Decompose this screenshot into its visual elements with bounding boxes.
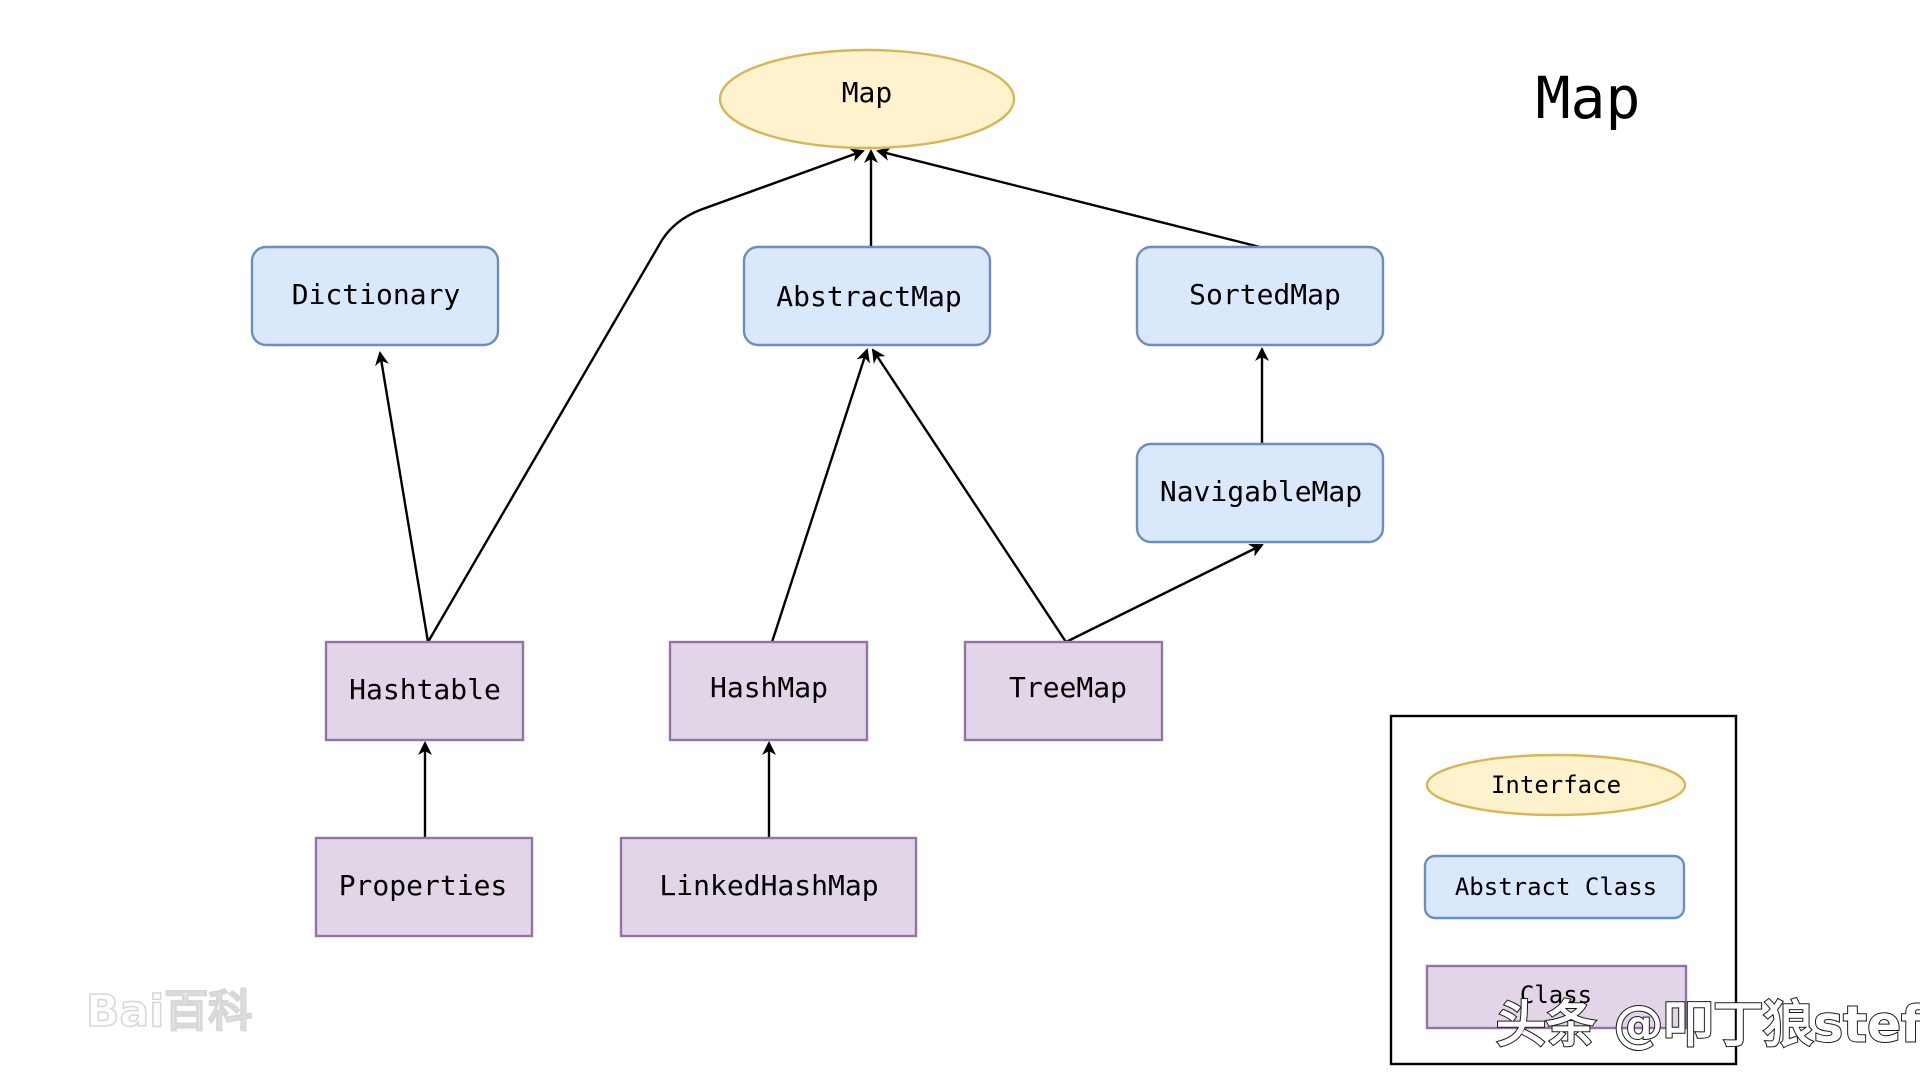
edge-hashtable-to-dictionary bbox=[375, 351, 430, 643]
legend-abstract-label: Abstract Class bbox=[1455, 873, 1657, 901]
node-dictionary-label: Dictionary bbox=[292, 278, 461, 311]
node-abstractmap-label: AbstractMap bbox=[776, 280, 961, 313]
legend-interface-swatch bbox=[1425, 753, 1687, 817]
node-map-label: Map bbox=[842, 76, 893, 109]
node-linkedhashmap-shape bbox=[619, 836, 918, 938]
node-treemap: TreeMap bbox=[963, 640, 1164, 742]
toutiao-watermark: 头条 @叩丁狼stef bbox=[1496, 996, 1920, 1054]
node-hashtable-shape bbox=[324, 640, 525, 742]
edge-treemap-to-navigablemap bbox=[1065, 543, 1264, 644]
node-properties-label: Properties bbox=[339, 869, 508, 902]
node-properties-shape bbox=[314, 836, 534, 938]
node-hashmap-label: HashMap bbox=[710, 671, 828, 704]
edge-hashmap-to-abstractmap bbox=[770, 348, 870, 643]
legend-class-swatch bbox=[1425, 964, 1688, 1030]
node-dictionary-shape bbox=[250, 245, 500, 347]
node-sortedmap-shape bbox=[1135, 245, 1385, 347]
node-hashmap-shape bbox=[668, 640, 869, 742]
node-abstractmap: AbstractMap bbox=[742, 245, 992, 347]
node-properties: Properties bbox=[314, 836, 534, 938]
node-linkedhashmap: LinkedHashMap bbox=[619, 836, 918, 938]
edge-hashtable-to-map bbox=[426, 148, 865, 643]
node-dictionary: Dictionary bbox=[250, 245, 500, 347]
node-navigablemap-label: NavigableMap bbox=[1160, 475, 1362, 508]
node-navigablemap-shape bbox=[1135, 442, 1385, 544]
baidu-watermark: Bai百科 bbox=[86, 986, 252, 1037]
diagram-title: Map bbox=[1536, 64, 1641, 132]
legend-class-label: Class bbox=[1520, 981, 1592, 1009]
node-navigablemap: NavigableMap bbox=[1135, 442, 1385, 544]
node-abstractmap-shape bbox=[742, 245, 992, 347]
node-sortedmap: SortedMap bbox=[1135, 245, 1385, 347]
edge-sortedmap-to-map bbox=[876, 147, 1261, 249]
edge-treemap-to-abstractmap bbox=[871, 348, 1068, 643]
legend-interface-label: Interface bbox=[1491, 771, 1621, 799]
node-sortedmap-label: SortedMap bbox=[1189, 278, 1341, 311]
legend-abstract-swatch bbox=[1423, 854, 1686, 920]
node-hashtable: Hashtable bbox=[324, 640, 525, 742]
edges bbox=[375, 147, 1269, 838]
legend: Interface Abstract Class Class bbox=[1389, 714, 1738, 1066]
node-hashtable-label: Hashtable bbox=[349, 673, 501, 706]
node-map-shape bbox=[718, 48, 1016, 150]
node-linkedhashmap-label: LinkedHashMap bbox=[659, 869, 878, 902]
node-map: Map bbox=[718, 48, 1016, 150]
node-treemap-label: TreeMap bbox=[1009, 671, 1127, 704]
node-hashmap: HashMap bbox=[668, 640, 869, 742]
node-treemap-shape bbox=[963, 640, 1164, 742]
